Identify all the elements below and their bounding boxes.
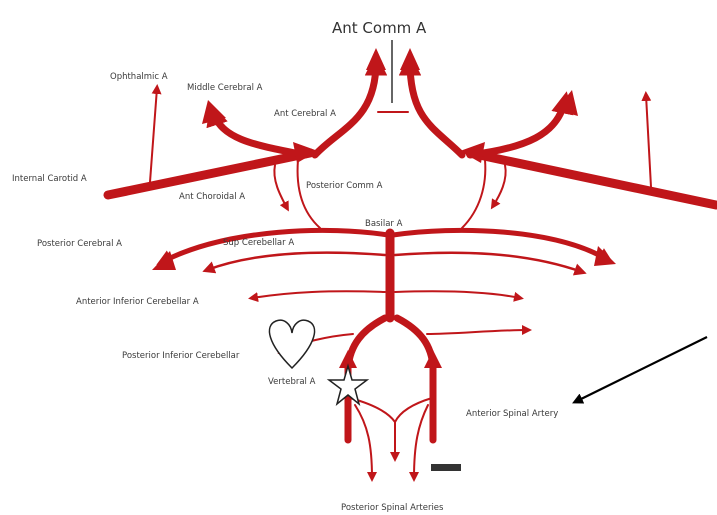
label-posterior-cerebral: Posterior Cerebral A (37, 239, 122, 249)
aica-right (395, 291, 520, 298)
posterior-comm-right (462, 160, 485, 228)
vertebral-right (397, 318, 433, 440)
sup-cerebellar-left (207, 253, 385, 270)
label-vertebral: Vertebral A (268, 377, 316, 387)
aica-left (252, 291, 385, 298)
black-arrow-icon (577, 337, 707, 401)
vertebral-left (348, 318, 385, 440)
arrowhead-middle-cerebral-left (202, 100, 226, 124)
label-aica: Anterior Inferior Cerebellar A (76, 297, 199, 307)
label-posterior-spinal: Posterior Spinal Arteries (341, 503, 444, 513)
internal-carotid-right (470, 153, 716, 205)
label-anterior-spinal: Anterior Spinal Artery (466, 409, 558, 419)
arrowhead-posterior-cerebral-right (594, 246, 616, 266)
sup-cerebellar-right (395, 253, 582, 272)
ophthalmic-left (150, 88, 157, 182)
ant-choroidal-right (493, 165, 506, 206)
label-basilar: Basilar A (365, 219, 403, 229)
label-pica: Posterior Inferior Cerebellar (122, 351, 240, 361)
pica-right (427, 330, 528, 334)
heart-outline-icon (269, 320, 314, 368)
arrowhead-ant-cerebral-left (366, 48, 386, 70)
label-ant-comm: Ant Comm A (332, 19, 427, 37)
posterior-spinal-right (414, 405, 428, 478)
ant-cerebral-right (410, 62, 462, 155)
middle-cerebral-right (470, 100, 565, 155)
label-middle-cerebral: Middle Cerebral A (187, 83, 263, 93)
ophthalmic-right (646, 95, 651, 187)
label-ant-cerebral: Ant Cerebral A (274, 109, 336, 119)
posterior-comm-left (298, 160, 320, 228)
arrowhead-posterior-cerebral-left (152, 251, 176, 270)
black-bar-marker (431, 464, 461, 471)
arrowhead-internal-carotid-left (293, 142, 318, 163)
arrowhead-internal-carotid-right (460, 142, 485, 163)
ant-choroidal-left (274, 165, 287, 208)
label-internal-carotid: Internal Carotid A (12, 174, 87, 184)
label-posterior-comm: Posterior Comm A (306, 181, 383, 191)
label-ophthalmic: Ophthalmic A (110, 72, 168, 82)
label-sup-cerebellar: Sup Cerebellar A (223, 238, 294, 248)
label-ant-choroidal: Ant Choroidal A (179, 192, 245, 202)
internal-carotid-left (108, 153, 310, 195)
posterior-spinal-left (355, 405, 372, 478)
arrowhead-ant-cerebral-right (400, 48, 420, 70)
